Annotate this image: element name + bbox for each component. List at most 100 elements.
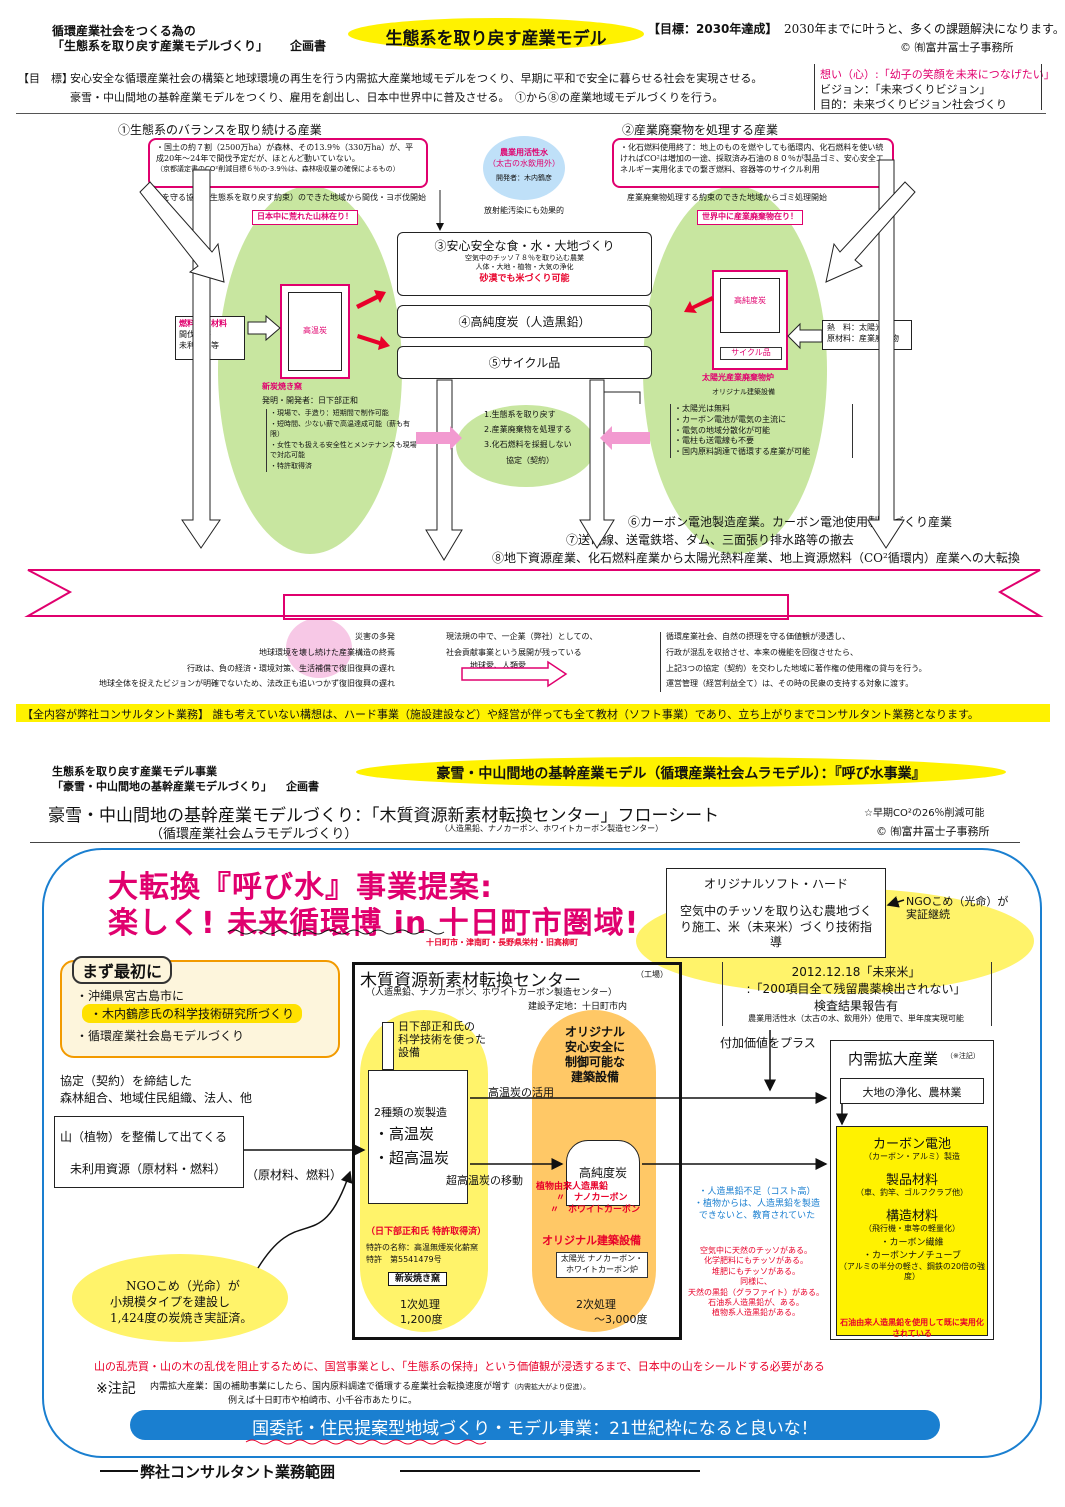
ngo-kiln: NGOこめ（光命）が 小規模タイプを建設し 1,424度の炭焼き実証済。 [110, 1278, 252, 1327]
goal-text: 2030年までに叶うと、多くの課題解決になります。 [784, 22, 1065, 36]
industry-7: ⑦送電線、送電鉄塔、ダム、三面張り排水路等の撤去 [566, 533, 855, 547]
first-line3: ・循環産業社会島モデルづくり [76, 1029, 245, 1043]
sun-point: ・国内原料調達で循環する産業が可能 [674, 447, 810, 457]
mountain-line: 山（植物）を整備して出てくる [60, 1130, 228, 1144]
proc2-a: 2次処理 [576, 1298, 616, 1311]
s2-title-sub: （循環産業社会ムラモデルづくり） [150, 827, 358, 842]
product-battery-sub: （カーボン・アルミ）製造 [864, 1152, 960, 1161]
note-line1: 内需拡大産業：国の補助事業にしたら、国内原料調達で循環する産業社会転換速度が増す… [150, 1381, 590, 1393]
footer-bar [16, 704, 1050, 722]
products-box: カーボン電池 （カーボン・アルミ）製造 製品材料 （車、釣竿、ゴルフクラブ他） … [836, 1126, 988, 1336]
miraimai-line2: :「200項目全て残留農薬検出されない」 [746, 982, 966, 996]
plant-graphite-line2: 〃 ナノカーボン [556, 1193, 628, 1204]
miraimai-line4: 農業用活性水（太古の水、飲用外）使用で、単年度実現可能 [748, 1014, 964, 1023]
food-water-box: ③安心安全な食・水・大地づくり 空気中のチッソ７８％を取り込む農業 人体・大地・… [397, 232, 652, 296]
miraimai-line1: 2012.12.18「未来米」 [791, 965, 921, 979]
water-circle [483, 136, 565, 200]
orig-equip-line4: 建築設備 [570, 1070, 619, 1084]
food-water-sub2: 人体・大地・植物・大気の浄化 [475, 263, 574, 272]
first-title: まず最初に [72, 956, 173, 984]
red-list: 空気中に天然のチッソがある。 化学肥料にもチッソがある。 堆肥にもチッソがある。… [686, 1246, 826, 1319]
s1-banner-bg [348, 18, 644, 50]
rule-s2 [30, 842, 1020, 843]
note-mark: ※注記 [96, 1381, 136, 1397]
result-line2: 新しい循環産業社会と自然の摂理そのものの地球が誕生 [382, 601, 683, 615]
plant-graphite: 植物由来人造黒鉛 〃 ナノカーボン 〃 ホワイトカーボン [536, 1182, 640, 1216]
added-value: 付加価値をプラス [720, 1036, 816, 1050]
furnace-name: 太陽光産業廃棄物炉 [702, 373, 774, 382]
earth-love: 地球愛、人類愛 [470, 661, 526, 670]
center-title: 木質資源新素材転換センター [360, 971, 581, 991]
blue-frame [42, 848, 1042, 1458]
s2-title: 豪雪・中山間地の基幹産業モデルづくり：「木質資源新素材転換センター」フローシート [48, 806, 720, 826]
red-list-item: 堆肥にもチッソがある。 [712, 1266, 800, 1276]
first-line1: ・沖縄県宮古島市に [76, 989, 185, 1003]
plant-graphite-line3: 〃 ホワイトカーボン [550, 1204, 641, 1215]
original-soft-hard-box: オリジナルソフト・ハード 空気中のチッソを取り込む農地づくり施工、米（未来米）づ… [666, 868, 886, 958]
industry-6: ⑥カーボン電池製造産業。カーボン電池使用製品づくり産業 [628, 515, 953, 529]
cycle-box: ⑤サイクル品 [397, 346, 652, 379]
right-green-ellipse [643, 186, 827, 554]
product-nanotube-sub: （アルミの半分の軽さ、鋼鉄の20倍の強度） [838, 1261, 986, 1282]
plant-graphite-line1: 植物由来人造黒鉛 [536, 1182, 609, 1192]
bottom-center-line: 現法規の中で、一企業（弊社）としての、 [446, 632, 598, 641]
s2-header-line1: 生態系を取り戻す産業モデル事業 [52, 765, 217, 778]
original-soft-hard-title: オリジナルソフト・ハード [703, 877, 848, 891]
kiln-inner-label: 高温炭 [303, 326, 327, 335]
fuel-line3: 未利用木等 [179, 340, 219, 350]
bottom-right-line: 運営管理（経営利益全て）は、その時の民衆の支持する対象に渡す。 [666, 679, 914, 689]
goal-tag: 【目標：2030年達成】 [648, 22, 778, 36]
char-types: 2種類の炭製造 ・高温炭 ・超高温炭 [374, 1104, 449, 1168]
heading-2: ②産業廃棄物を処理する産業 [622, 123, 779, 137]
kiln-name: 新炭焼き窯 [262, 382, 302, 391]
shield-note: 山の乱売買・山の木の乱伐を阻止するために、国営事業とし、「生態系の保持」という価… [94, 1360, 825, 1373]
pact-item: 1.生態系を取り戻す [484, 410, 556, 419]
original-soft-hard-body: 空気中のチッソを取り込む農地づくり施工、米（未来米）づくり技術指導 [679, 904, 872, 950]
gift-right: 貸与 [621, 434, 637, 443]
vision-line3: 目的：未来づくりビジョン社会づくり [820, 98, 1007, 111]
loop-line [604, 391, 641, 404]
fossil-box: ・化石燃料使用終了：地上のものを燃やしても循環内、化石燃料を使い続ければCO²は… [612, 138, 894, 188]
bottom-right: 循環産業社会、自然の摂理を守る価値観が浸透し、 行政が混乱を収拾させ、本来の機能… [666, 632, 1046, 690]
kiln-points: ・現場で、手造り：短期間で制作可能 ・短時間、少ない薪で高温達成可能（薪も有限）… [266, 409, 420, 472]
bottom-blue-banner-text: 国委託・住民提案型地域づくり・モデル事業：21世紀枠になると良いな！ [252, 1419, 818, 1439]
ngo-kiln-line3: 1,424度の炭焼き実証済。 [110, 1311, 253, 1326]
water-line1: 農業用活性水 [500, 148, 548, 157]
bottom-right-line: 行政が混乱を収拾させ、本来の機能を回復させたら、 [666, 647, 858, 657]
result-line1: 安心安全な循環産業社会の構築と地球環境の再生を行う内需拡大産業モデルができ、早期… [173, 584, 893, 598]
furnace-inner-label: 高純度炭 [734, 296, 766, 305]
s1-header-kind: 企画書 [290, 39, 327, 53]
s2-title-sub2: （人造黒鉛、ナノカーボン、ホワイトカーボン製造センター） [440, 824, 664, 833]
forest-stats-note: （京都議定書のCO²削減目標６％の-3.9％は、森林吸収量の確保によるもの） [156, 164, 400, 173]
heading-1: ①生態系のバランスを取り続ける産業 [118, 123, 322, 137]
proc1-b: 1,200度 [400, 1313, 443, 1326]
pact-left-1: 協定（契約）を締結した [60, 1074, 193, 1088]
sun-point: ・電気の地域分散化が可能 [674, 425, 770, 435]
energy-source-box: 熱 料：太陽光 原材料：産業廃棄物 [822, 320, 912, 350]
product-structure-sub: （飛行機・車等の軽量化） [864, 1223, 960, 1233]
vision-bracket [814, 64, 1042, 110]
bottom-left: 災害の多発 地球環境を壊し続けた産業構造の終焉 行政は、負の経済・環境対策、生活… [20, 632, 395, 690]
kusakabe-line1: 日下部正和氏の [398, 1020, 475, 1033]
bottom-center-line: 社会貢献事業という展開が残っている [446, 647, 582, 657]
gift-left: 貸与 [437, 434, 453, 443]
raw-fuel: （原材料、燃料） [246, 1168, 343, 1182]
red-list-item: 空気中に天然のチッソがある。 [700, 1246, 812, 1255]
footer-text: 【全内容が弊社コンサルタント業務】 誰も考えていない構想は、ハード事業（施設建設… [22, 708, 979, 721]
graphite-box: ④高純度炭（人造黒鉛） [397, 305, 652, 338]
bottom-left-line: 地球環境を壊し続けた産業構造の終焉 [259, 647, 395, 657]
proc1-a: 1次処理 [400, 1298, 440, 1311]
unused-line: 未利用資源（原材料・燃料） [70, 1162, 227, 1176]
towns: 十日町市・津南町・長野県栄村・旧高柳町 [426, 938, 578, 947]
s2-copyright: © ㈲富井冨士子事務所 [876, 825, 990, 838]
furnace-dev: オリジナル建築設備 [712, 388, 775, 396]
pure-carbon-box [566, 1140, 640, 1206]
kusakabe-line3: 設備 [398, 1046, 420, 1060]
waste-tag: 世界中に産業廃棄物在り！ [697, 210, 803, 225]
fuel-line2: 間伐材等 [179, 329, 211, 339]
blue-note-2: ・植物からは、人造黒鉛を製造できないと、教育されていた [693, 1199, 820, 1222]
product-material: 製品材料 [885, 1172, 938, 1188]
cycle-label: ⑤サイクル品 [488, 356, 561, 370]
char-ultra: ・超高温炭 [374, 1149, 450, 1167]
food-water-title: ③安心安全な食・水・大地づくり [434, 239, 615, 253]
